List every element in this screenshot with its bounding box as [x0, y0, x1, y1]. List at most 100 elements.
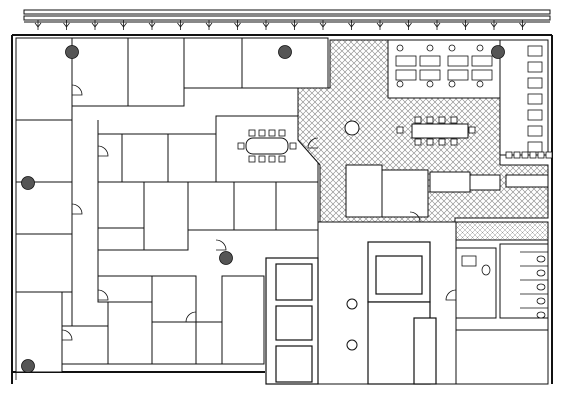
chair-icon: [278, 129, 286, 137]
door-swing-icon: [185, 311, 197, 323]
chair-icon: [248, 129, 256, 137]
structural-column-icon: [278, 45, 292, 59]
chair-icon: [237, 142, 245, 150]
workstation-desk-icon: [395, 69, 417, 81]
rail-tick: [462, 22, 469, 28]
chair-icon: [248, 155, 256, 163]
chair-icon: [448, 80, 456, 88]
core-columns: [346, 298, 358, 351]
structural-column-icon: [219, 251, 233, 265]
chair-icon: [527, 109, 543, 121]
rail-tick: [205, 22, 213, 28]
chair-icon: [527, 45, 543, 57]
door-swing-icon: [97, 289, 109, 301]
chair-icon: [476, 80, 484, 88]
workstation-desk-icon: [419, 69, 441, 81]
rail-tick: [319, 22, 327, 28]
rail-tick: [348, 22, 355, 28]
workstation-desk-icon: [395, 55, 417, 67]
rail-tick: [177, 22, 184, 28]
door-swing-icon: [215, 239, 227, 251]
toilet-fixture-icon: [536, 297, 546, 305]
chair-icon: [426, 44, 434, 52]
chair-icon: [505, 151, 513, 159]
chair-icon: [468, 126, 476, 134]
chair-icon: [537, 151, 545, 159]
chair-icon: [529, 151, 537, 159]
chair-icon: [414, 138, 422, 146]
chair-icon: [448, 44, 456, 52]
toilet-fixture-icon: [536, 255, 546, 263]
chair-icon: [258, 155, 266, 163]
chair-icon: [268, 155, 276, 163]
workstation-desk-icon: [447, 55, 469, 67]
chair-icon: [426, 116, 434, 124]
rail-tick-marks: [34, 20, 526, 30]
door-swing-icon: [409, 211, 421, 223]
rail-tick: [433, 22, 441, 28]
chair-icon: [438, 138, 446, 146]
rail-tick: [376, 22, 384, 28]
chair-icon: [527, 61, 543, 73]
exterior-rail: [23, 9, 551, 23]
conference-chairs: [237, 129, 297, 163]
workstation-desk-icon: [447, 69, 469, 81]
rail-tick: [519, 22, 526, 28]
cafe-long-table-icon: [411, 123, 469, 139]
left-perimeter-offices: [15, 119, 73, 373]
door-swing-icon: [71, 84, 83, 96]
chair-icon: [476, 44, 484, 52]
elevator-shafts: [265, 241, 437, 385]
chair-icon: [450, 138, 458, 146]
chair-icon: [545, 151, 553, 159]
chair-icon: [438, 116, 446, 124]
toilet-fixture-icon: [536, 311, 546, 319]
restrooms: [455, 243, 549, 319]
chair-icon: [450, 116, 458, 124]
conference-table-icon: [245, 137, 289, 155]
lower-office-block: [61, 275, 265, 365]
structural-column-icon: [21, 359, 35, 373]
round-table-icon: [344, 120, 360, 136]
rail-tick: [405, 22, 412, 28]
chair-icon: [396, 44, 404, 52]
elevator-cab-icon: [375, 255, 423, 295]
chair-icon: [527, 77, 543, 89]
structural-column-icon: [346, 339, 358, 351]
sink-fixture-icon: [461, 255, 477, 267]
chair-icon: [289, 142, 297, 150]
chair-icon: [258, 129, 266, 137]
rail-tick: [63, 22, 70, 28]
structural-column-icon: [65, 45, 79, 59]
door-swing-icon: [71, 203, 83, 215]
pantry: [345, 164, 549, 218]
rail-tick: [34, 22, 42, 28]
rail-tick: [91, 22, 99, 28]
structural-column-icon: [346, 298, 358, 310]
chair-icon: [521, 151, 529, 159]
chair-icon: [527, 125, 543, 137]
chair-icon: [414, 116, 422, 124]
chair-icon: [268, 129, 276, 137]
chair-icon: [396, 126, 404, 134]
chair-icon: [527, 93, 543, 105]
chair-icon: [527, 141, 543, 153]
rail-tick: [262, 22, 270, 28]
door-swing-icon: [445, 289, 457, 301]
workstation-desk-icon: [471, 69, 493, 81]
interior-office-block: [97, 133, 319, 251]
chair-icon: [426, 138, 434, 146]
door-swing-icon: [97, 145, 109, 157]
workstation-cluster: [395, 44, 493, 146]
rail-tick: [490, 22, 498, 28]
structural-column-icon: [491, 45, 505, 59]
chair-icon: [513, 151, 521, 159]
structural-columns: [21, 45, 505, 373]
structural-column-icon: [21, 176, 35, 190]
toilet-fixture-icon: [481, 264, 491, 276]
toilet-stalls: [461, 251, 548, 319]
workstation-desk-icon: [419, 55, 441, 67]
door-swing-icon: [61, 329, 73, 341]
chair-icon: [396, 80, 404, 88]
